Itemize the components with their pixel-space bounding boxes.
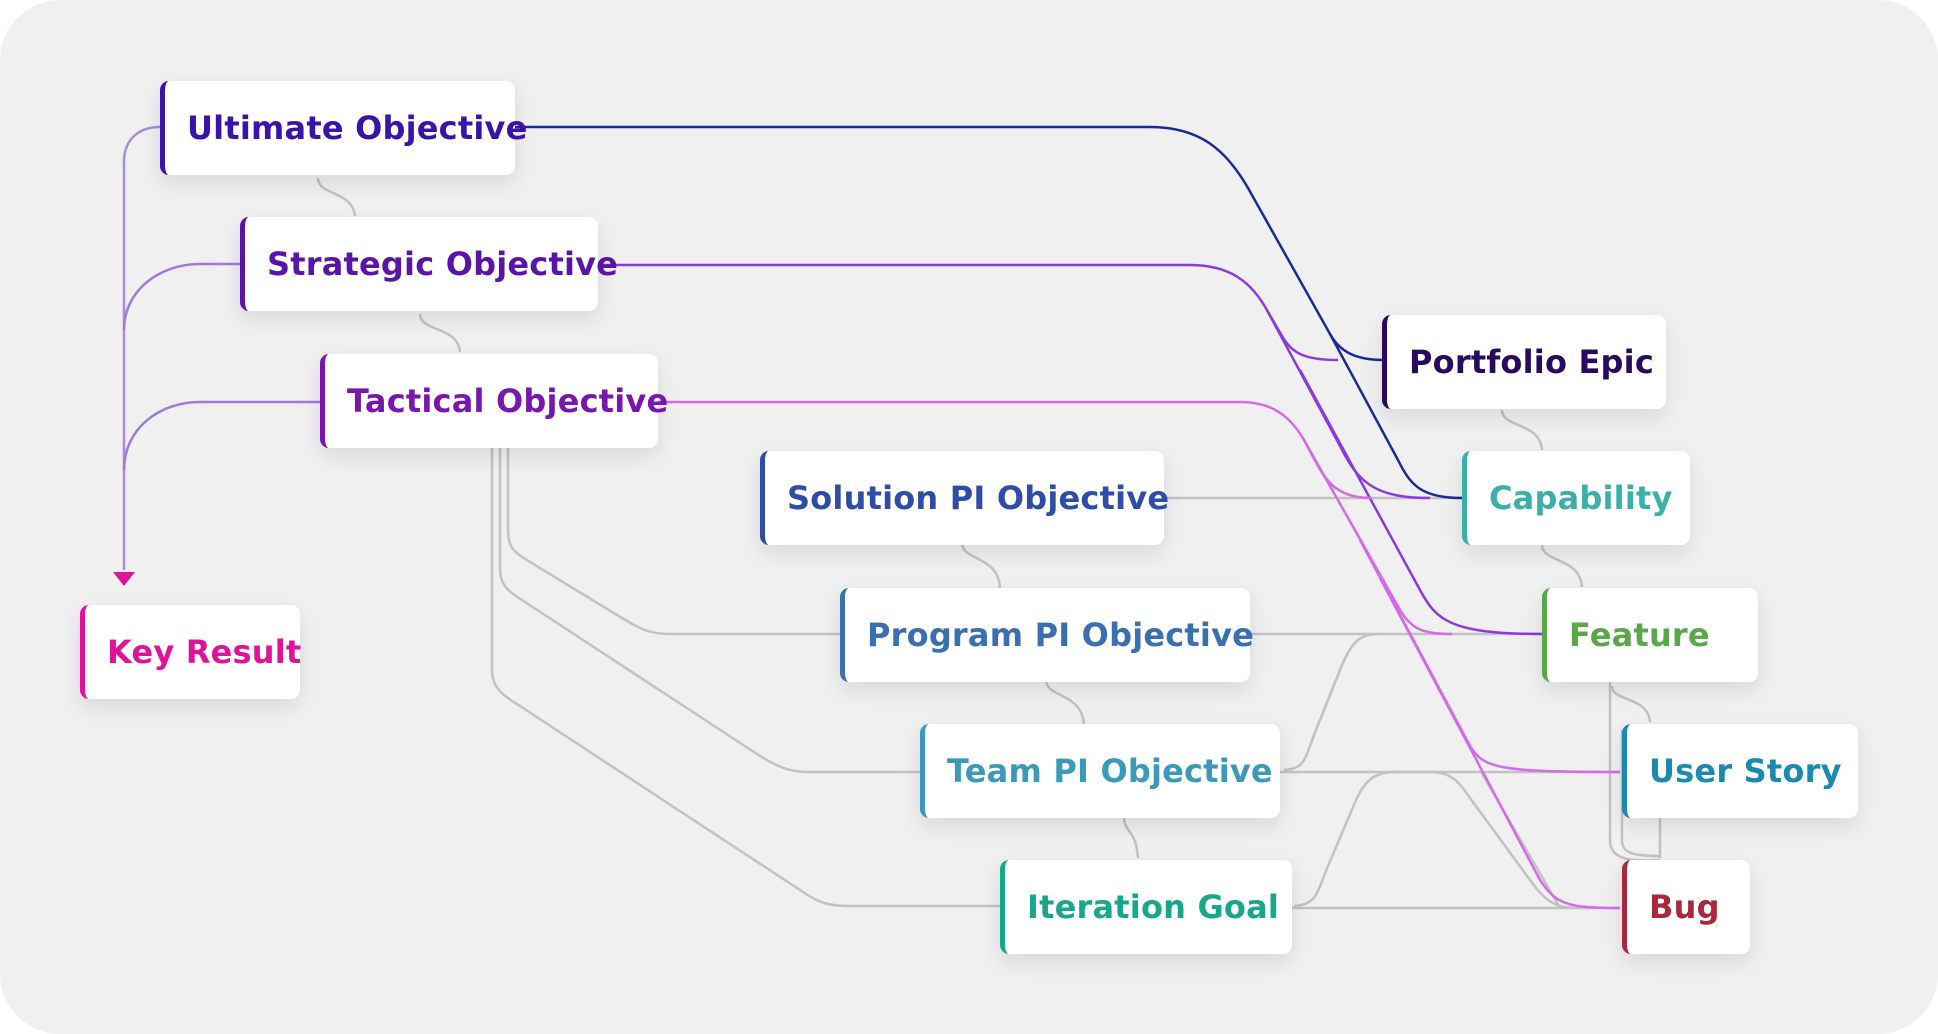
node-label: User Story — [1649, 752, 1842, 790]
node-program-pi-objective[interactable]: Program PI Objective — [840, 588, 1254, 682]
node-label: Iteration Goal — [1027, 888, 1280, 926]
node-label: Program PI Objective — [867, 616, 1255, 654]
node-ultimate-objective[interactable]: Ultimate Objective — [160, 81, 527, 175]
node-team-pi-objective[interactable]: Team PI Objective — [920, 724, 1280, 818]
node-label: Bug — [1649, 888, 1720, 926]
arrowhead-keyresult — [113, 572, 135, 586]
link-iteration-userstory-curve — [1293, 770, 1581, 910]
link-objectives-keyresult — [122, 125, 161, 570]
link-ultimate-capability — [1328, 333, 1463, 500]
node-label: Capability — [1489, 479, 1673, 517]
link-userstory-bracket — [1620, 730, 1661, 858]
link-tactical-iteration — [490, 448, 1002, 908]
node-label: Ultimate Objective — [187, 109, 528, 147]
node-capability[interactable]: Capability — [1462, 451, 1690, 545]
link-strategic-keyresult — [122, 262, 240, 331]
link-strategic-capability — [1266, 311, 1431, 500]
connector-epic-capability — [1500, 409, 1544, 451]
node-portfolio-epic[interactable]: Portfolio Epic — [1382, 315, 1666, 409]
connector-capability-feature — [1540, 544, 1584, 588]
link-tactical-capability — [658, 400, 1373, 500]
link-tactical-keyresult — [122, 400, 320, 471]
node-label: Portfolio Epic — [1409, 343, 1654, 381]
link-tactical-program — [506, 448, 842, 636]
connector-team-iteration — [1122, 815, 1140, 859]
link-ultimate-portfolio — [514, 125, 1385, 362]
link-tactical-bug — [1378, 577, 1621, 910]
node-label: Strategic Objective — [267, 245, 619, 283]
node-strategic-objective[interactable]: Strategic Objective — [240, 217, 618, 311]
connector-program-team — [1044, 679, 1086, 726]
node-label: Team PI Objective — [947, 752, 1273, 790]
link-strategic-portfolio — [598, 263, 1339, 362]
node-label: Tactical Objective — [347, 382, 669, 420]
connector-strategic-tactical — [418, 313, 462, 353]
link-tactical-team — [498, 448, 922, 774]
node-label: Key Result — [107, 633, 302, 671]
node-feature[interactable]: Feature — [1542, 588, 1758, 682]
hierarchy-connectors — [316, 177, 1584, 859]
node-label: Solution PI Objective — [787, 479, 1170, 517]
link-feature-userstory-squiggle — [1610, 685, 1652, 723]
node-iteration-goal[interactable]: Iteration Goal — [1000, 860, 1292, 954]
node-user-story[interactable]: User Story — [1622, 724, 1858, 818]
link-strategic-feature — [1298, 369, 1543, 636]
connector-solution-program — [960, 542, 1002, 589]
node-tactical-objective[interactable]: Tactical Objective — [320, 354, 668, 448]
node-label: Feature — [1569, 616, 1710, 654]
node-key-result[interactable]: Key Result — [80, 605, 302, 699]
connector-ultimate-strategic — [316, 177, 357, 217]
link-team-feature-curve — [1283, 632, 1381, 772]
link-tactical-userstory — [1358, 539, 1621, 774]
node-solution-pi-objective[interactable]: Solution PI Objective — [760, 451, 1169, 545]
node-bug[interactable]: Bug — [1622, 860, 1750, 954]
link-tactical-feature — [1302, 439, 1453, 636]
